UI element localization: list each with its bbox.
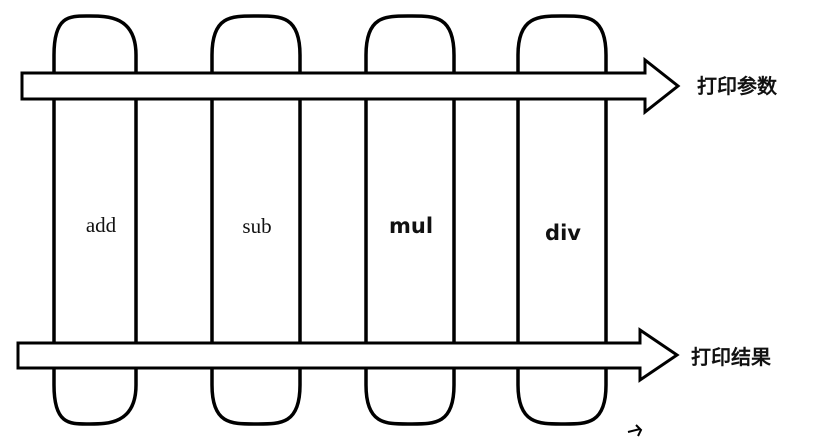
pill-label-sub: sub	[242, 214, 271, 238]
pill-sub-shape	[210, 14, 302, 426]
arrow-print-results-shape	[16, 327, 680, 383]
pill-label-add: add	[86, 213, 117, 237]
pill-sub: sub	[210, 14, 302, 426]
pill-add: add	[52, 14, 138, 426]
stray-mark	[627, 424, 643, 437]
pill-div-shape	[516, 14, 608, 426]
arrow-print-results: 打印结果	[16, 327, 771, 383]
pill-label-div: div	[545, 221, 581, 245]
pill-add-shape	[52, 14, 138, 426]
arrow-print-params-shape	[20, 56, 681, 116]
pill-label-mul: mul	[389, 214, 433, 238]
pill-div: div	[516, 14, 608, 426]
arrow-label-print-params: 打印参数	[697, 74, 778, 98]
pill-mul: mul	[364, 14, 456, 426]
arrow-label-print-results: 打印结果	[691, 345, 771, 369]
pill-mul-shape	[364, 14, 456, 426]
arrow-print-params: 打印参数	[20, 56, 778, 116]
